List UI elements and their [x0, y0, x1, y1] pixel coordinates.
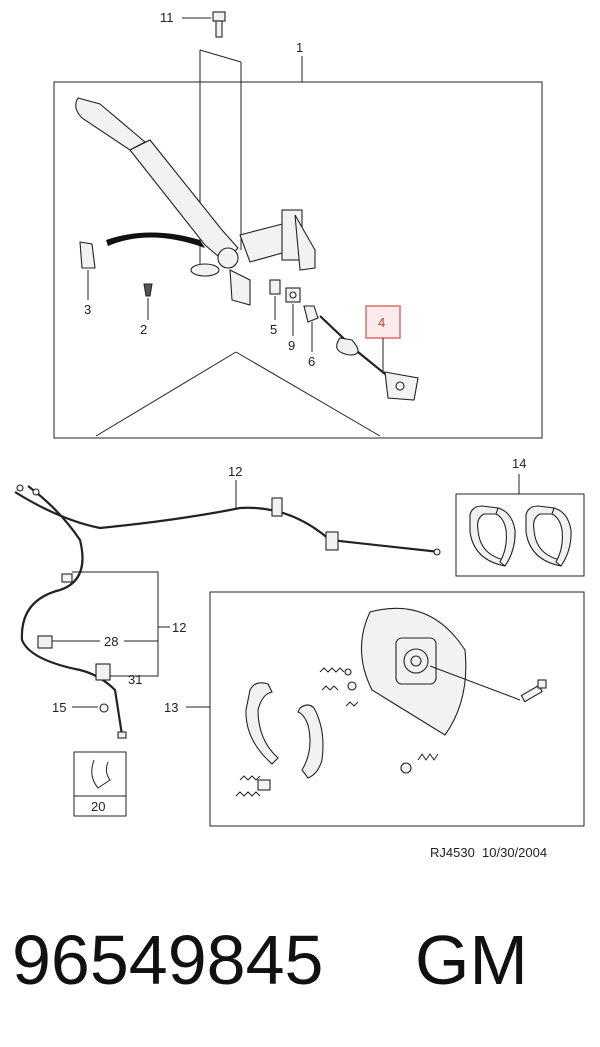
callout-28[interactable]: 28: [104, 634, 118, 649]
brake-shoe-pair: [469, 505, 572, 567]
rear-shoe-left: [245, 682, 279, 765]
direction-arrow: [106, 232, 205, 248]
callout-6[interactable]: 6: [308, 354, 315, 369]
parking-brake-lever: [75, 97, 316, 306]
drawing-reference: RJ4530 10/30/2004: [430, 845, 548, 860]
rear-cable-assembly: [14, 484, 441, 739]
callout-4[interactable]: 4: [378, 315, 385, 330]
shoe-set-box-14: [455, 493, 585, 577]
callout-15[interactable]: 15: [52, 700, 66, 715]
assembly-box-1: [53, 81, 543, 439]
part-number: 96549845: [12, 921, 324, 999]
callout-20[interactable]: 20: [91, 799, 105, 814]
highlight-box-4: [365, 305, 401, 339]
clip-20: [91, 759, 111, 789]
clip-3: [79, 241, 96, 269]
screw-2: [143, 283, 153, 297]
rear-brake-box-13: [209, 591, 585, 827]
rear-shoe-right: [297, 704, 324, 779]
pin-5: [269, 279, 281, 295]
callout-31[interactable]: 31: [128, 672, 142, 687]
callout-12-side[interactable]: 12: [172, 620, 186, 635]
parts-diagram: 1 11 3 2 5 9: [14, 10, 585, 827]
backing-plate: [360, 607, 467, 736]
front-cable-4: [319, 315, 419, 401]
adjuster-9: [285, 287, 301, 303]
callout-12-top[interactable]: 12: [228, 464, 242, 479]
callout-13[interactable]: 13: [164, 700, 178, 715]
bolt-rear: [520, 679, 547, 703]
brand-name: GM: [415, 921, 528, 999]
clip-box-20: [73, 751, 127, 817]
bolt-11: [212, 11, 226, 38]
callout-11[interactable]: 11: [160, 10, 174, 25]
callout-9[interactable]: 9: [288, 338, 295, 353]
callout-3[interactable]: 3: [84, 302, 91, 317]
callout-14[interactable]: 14: [512, 456, 526, 471]
callout-1[interactable]: 1: [296, 40, 303, 55]
nut-6: [303, 305, 319, 323]
springs: [235, 667, 439, 797]
callout-5[interactable]: 5: [270, 322, 277, 337]
callout-2[interactable]: 2: [140, 322, 147, 337]
